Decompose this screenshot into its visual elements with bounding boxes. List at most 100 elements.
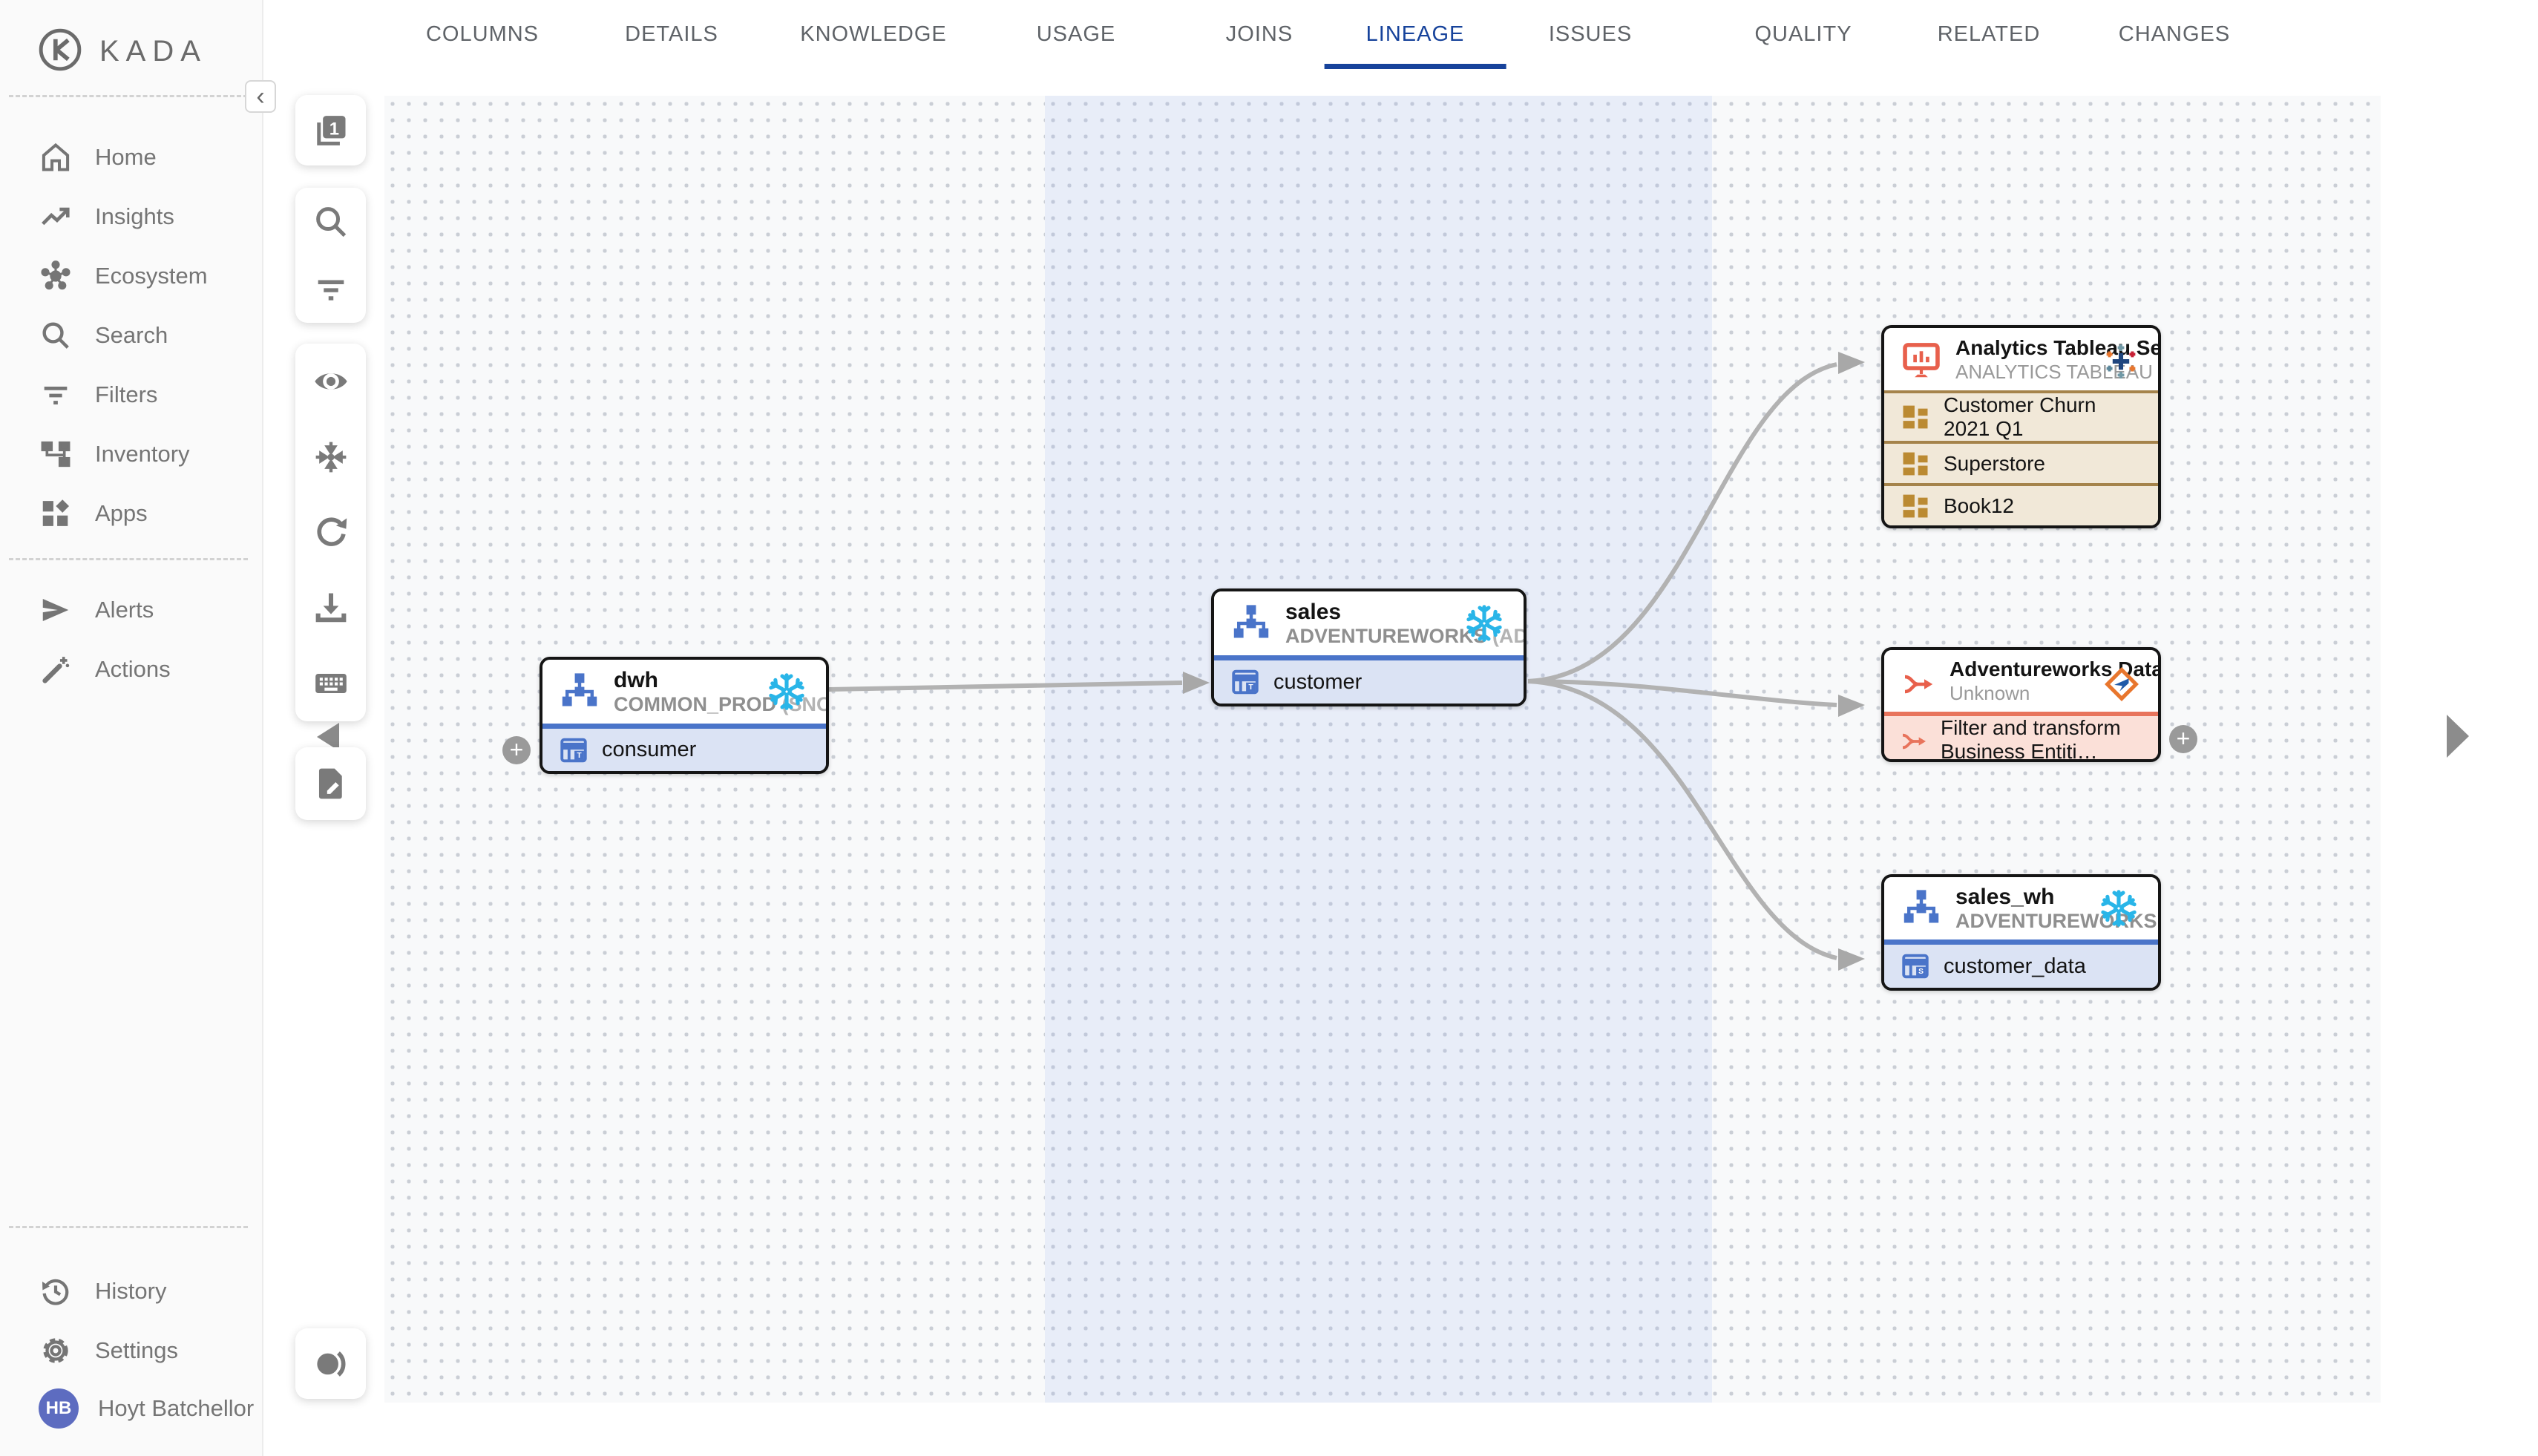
brand-name: KADA <box>99 35 207 68</box>
visibility-button[interactable] <box>295 348 366 415</box>
lineage-item-filter-transform[interactable]: Filter and transform Business Entiti… <box>1884 716 2158 759</box>
expand-downstream-button[interactable]: + <box>2169 725 2197 753</box>
workbook-icon <box>1899 401 1932 433</box>
ecosystem-icon <box>39 259 73 293</box>
item-label: Superstore <box>1944 451 2045 475</box>
tab-columns[interactable]: COLUMNS <box>425 22 540 46</box>
tableau-logo-icon <box>2100 338 2142 380</box>
schema-icon <box>559 671 600 712</box>
sidebar-item-insights[interactable]: Insights <box>0 187 263 246</box>
lineage-node-sales-wh[interactable]: sales_wh ADVENTUREWORKS (ADVENT… S custo… <box>1881 874 2161 991</box>
node-header: dwh COMMON_PROD (SNOWFLAK… <box>542 660 826 724</box>
svg-text:S: S <box>1918 968 1924 976</box>
sidebar-item-actions[interactable]: Actions <box>0 640 263 699</box>
expand-upstream-button[interactable]: + <box>502 736 531 764</box>
node-title: Adventureworks Data Cleansi… <box>1950 658 2161 681</box>
sidebar-item-label: Ecosystem <box>95 263 208 289</box>
lineage-item-customer[interactable]: T customer <box>1214 660 1524 704</box>
sidebar-main-nav: Home Insights Ecosystem Search Filters <box>0 128 263 543</box>
tab-lineage[interactable]: LINEAGE <box>1324 0 1506 69</box>
node-header: sales ADVENTUREWORKS (ADVENT… <box>1214 591 1524 655</box>
toolbar-card-motion <box>295 1328 366 1399</box>
tab-knowledge[interactable]: KNOWLEDGE <box>800 22 947 46</box>
monitor-chart-icon <box>1901 338 1942 380</box>
item-label: customer <box>1273 669 1363 694</box>
focus-column-band <box>1045 96 1712 1403</box>
pages-button[interactable]: 1 <box>295 97 366 164</box>
user-name: Hoyt Batchellor <box>98 1395 255 1421</box>
tab-issues[interactable]: ISSUES <box>1548 22 1633 46</box>
sidebar-item-settings[interactable]: Settings <box>0 1321 263 1380</box>
sidebar-item-history[interactable]: History <box>0 1262 263 1321</box>
lineage-item-consumer[interactable]: T consumer <box>542 729 826 771</box>
wand-icon <box>39 652 73 686</box>
toolbar-card-view <box>295 344 366 721</box>
node-header: sales_wh ADVENTUREWORKS (ADVENT… <box>1884 877 2158 939</box>
sidebar-item-filters[interactable]: Filters <box>0 365 263 424</box>
lineage-node-sales[interactable]: sales ADVENTUREWORKS (ADVENT… T customer <box>1211 588 1527 706</box>
sidebar: KADA Home Insights Ecosystem Search <box>0 0 263 1456</box>
pan-right-chevron[interactable] <box>2447 715 2469 758</box>
tab-joins[interactable]: JOINS <box>1225 22 1293 46</box>
snowflake-icon <box>764 669 810 715</box>
sidebar-divider <box>9 1226 248 1228</box>
lineage-item-customer-churn[interactable]: Customer Churn 2021 Q1 <box>1884 393 2158 441</box>
sidebar-user[interactable]: HB Hoyt Batchellor <box>0 1379 263 1438</box>
sidebar-item-search[interactable]: Search <box>0 306 263 365</box>
svg-text:T: T <box>1248 683 1253 692</box>
canvas-search-button[interactable] <box>295 188 366 255</box>
sidebar-item-label: Alerts <box>95 597 154 623</box>
home-icon <box>39 140 73 174</box>
lineage-node-dwh[interactable]: dwh COMMON_PROD (SNOWFLAK… T consumer <box>540 657 829 774</box>
apps-icon <box>39 496 73 531</box>
user-avatar: HB <box>39 1388 79 1429</box>
tab-related[interactable]: RELATED <box>1937 22 2041 46</box>
node-title: sales_wh <box>1955 884 2055 909</box>
item-label: Book12 <box>1944 493 2014 517</box>
sidebar-item-home[interactable]: Home <box>0 128 263 187</box>
motion-toggle-button[interactable] <box>295 1331 366 1397</box>
eye-icon <box>314 373 347 390</box>
center-focus-button[interactable] <box>295 424 366 491</box>
history-icon <box>39 1274 73 1308</box>
lineage-node-adventureworks-data-cleansing[interactable]: Adventureworks Data Cleansi… Unknown Fil… <box>1881 647 2161 762</box>
edit-note-button[interactable] <box>295 750 366 817</box>
ssis-logo-icon <box>2102 661 2142 701</box>
sidebar-item-inventory[interactable]: Inventory <box>0 424 263 484</box>
toolbar-card-search <box>295 188 366 323</box>
kada-logo-icon <box>37 27 83 76</box>
node-title: sales <box>1285 599 1342 624</box>
schema-icon <box>1230 603 1272 644</box>
sidebar-tools-nav: Alerts Actions <box>0 580 263 699</box>
lineage-node-analytics-tableau-server[interactable]: Analytics Tableau Server ANALYTICS TABLE… <box>1881 325 2161 528</box>
lineage-canvas[interactable]: 1 <box>263 0 2538 1456</box>
snowflake-icon <box>2096 885 2142 931</box>
sidebar-item-label: Settings <box>95 1337 179 1363</box>
item-label: Customer Churn 2021 Q1 <box>1944 393 2096 440</box>
sidebar-collapse-button[interactable]: ‹ <box>245 80 276 113</box>
sidebar-item-apps[interactable]: Apps <box>0 484 263 543</box>
tab-quality[interactable]: QUALITY <box>1754 22 1852 46</box>
tab-details[interactable]: DETAILS <box>625 22 718 46</box>
sidebar-item-alerts[interactable]: Alerts <box>0 580 263 640</box>
lineage-item-superstore[interactable]: Superstore <box>1884 441 2158 483</box>
refresh-button[interactable] <box>295 499 366 565</box>
tab-changes[interactable]: CHANGES <box>2118 22 2231 46</box>
node-title: dwh <box>614 667 658 692</box>
node-subtitle: ADVENTUREWORKS (ADVENT… <box>1955 909 2157 932</box>
lineage-item-customer-data[interactable]: S customer_data <box>1884 945 2158 988</box>
collapse-left-arrow[interactable] <box>317 723 339 751</box>
canvas-filter-button[interactable] <box>295 256 366 323</box>
sidebar-item-label: Home <box>95 144 157 170</box>
svg-text:T: T <box>577 752 582 760</box>
svg-text:1: 1 <box>329 119 338 139</box>
tab-usage[interactable]: USAGE <box>1036 22 1116 46</box>
keyboard-shortcuts-button[interactable] <box>295 650 366 717</box>
lineage-item-book12[interactable]: Book12 <box>1884 483 2158 525</box>
transform-icon <box>1899 725 1929 755</box>
center-focus-icon <box>315 442 346 473</box>
download-button[interactable] <box>295 574 366 641</box>
sidebar-item-ecosystem[interactable]: Ecosystem <box>0 246 263 306</box>
sidebar-item-label: Filters <box>95 381 158 407</box>
